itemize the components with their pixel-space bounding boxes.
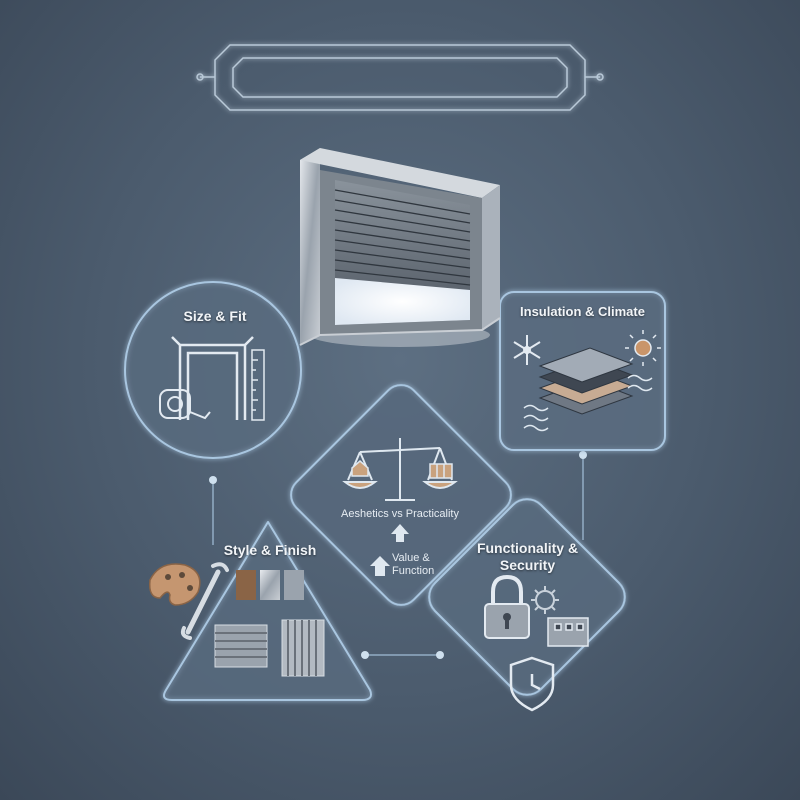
size-fit-node — [124, 281, 302, 459]
functionality-title: Functionality & Security — [476, 540, 579, 573]
up-arrow-icon — [370, 524, 409, 576]
gate-fence-icon — [547, 617, 589, 647]
snowflake-icon — [513, 335, 541, 365]
heat-wave-icon — [523, 374, 653, 432]
house-icon — [351, 460, 369, 477]
insulation-title: Insulation & Climate — [520, 304, 645, 319]
tape-measure-icon — [159, 389, 211, 420]
padlock-icon — [484, 574, 530, 639]
center-caption: Aeshetics vs Practicality — [341, 508, 459, 520]
gear-icon — [531, 586, 559, 614]
palette-icon — [148, 563, 201, 606]
title-banner-frame — [196, 44, 604, 111]
wrench-icon — [180, 562, 229, 640]
size-fit-title: Size & Fit — [183, 308, 247, 324]
material-swatches-icon — [214, 570, 325, 677]
insulation-layers-icon — [538, 347, 634, 415]
style-finish-title: Style & Finish — [223, 542, 317, 558]
center-sub-caption: Value & Function — [392, 552, 435, 578]
garage-door-icon — [299, 148, 501, 347]
door-frame-icon — [171, 336, 254, 420]
shield-clock-icon — [509, 656, 555, 712]
connector-lines — [212, 455, 584, 656]
building-icon — [429, 463, 453, 479]
connector-dots — [209, 451, 587, 659]
sun-icon — [625, 330, 661, 366]
ruler-icon — [251, 349, 265, 421]
